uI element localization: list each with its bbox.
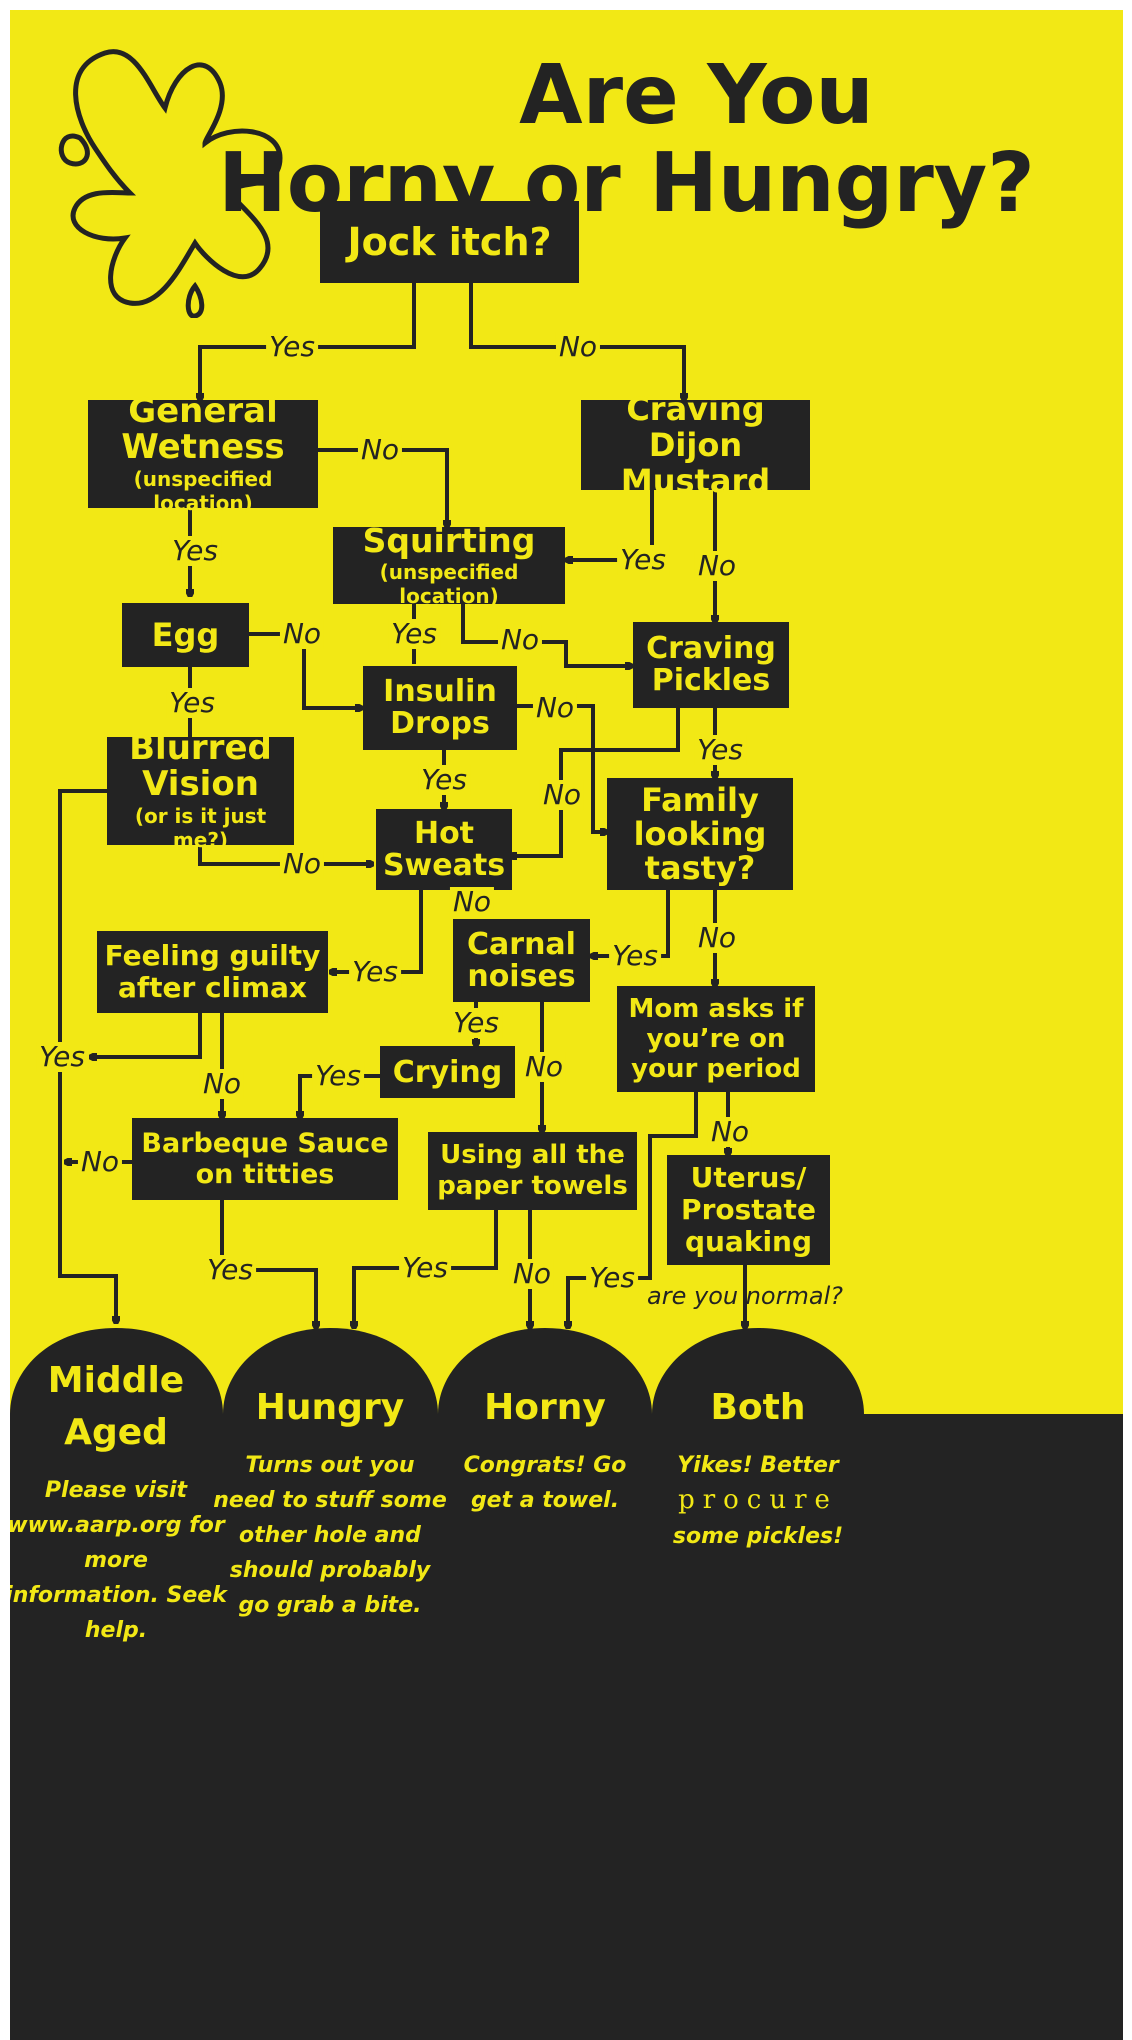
node-squirting: Squirting (unspecified location): [333, 520, 565, 608]
outcome-base: [10, 1414, 1123, 2040]
label-blurred-no: No: [279, 849, 325, 879]
node-crying: Crying: [380, 1046, 515, 1098]
edge-pickles-no: [510, 708, 680, 856]
label-mom-no: No: [707, 1117, 753, 1147]
label-egg-no: No: [279, 619, 325, 649]
label-wetness-yes: Yes: [169, 536, 221, 566]
label-sweats-no: No: [449, 887, 495, 917]
node-carnal-noises-label: Carnal noises: [467, 926, 576, 994]
label-pickles-yes: Yes: [694, 735, 746, 765]
outcome-horny: Horny Congrats! Go get a towel.: [406, 1382, 684, 1518]
label-crying-yes: Yes: [312, 1061, 364, 1091]
outcome-both-desc-start: Yikes! Better: [677, 1453, 839, 1478]
node-mom-asks: Mom asks if you’re on your period: [617, 986, 815, 1092]
node-insulin-drops: Insulin Drops: [363, 666, 517, 750]
node-general-wetness-sub: (unspecified location): [133, 467, 273, 515]
outcome-domes: [10, 1328, 1123, 2040]
node-craving-dijon: Craving Dijon Mustard: [581, 391, 810, 499]
label-squirting-yes: Yes: [388, 619, 440, 649]
label-wetness-no: No: [357, 435, 403, 465]
label-towels-yes: Yes: [399, 1253, 451, 1283]
outcome-horny-name: Horny: [484, 1387, 606, 1428]
node-bbq-sauce-label: Barbeque Sauce on titties: [141, 1128, 389, 1190]
node-family-tasty-label: Family looking tasty?: [633, 781, 767, 887]
node-blurred-vision-sub: (or is it just me?): [134, 804, 267, 852]
label-jock-yes: Yes: [266, 332, 318, 362]
node-mom-asks-label: Mom asks if you’re on your period: [628, 994, 804, 1084]
edge-blurred-yes: [58, 789, 116, 1323]
edge-mom-yes: [568, 1092, 698, 1328]
outcome-both-desc-end: some pickles!: [672, 1524, 844, 1549]
flowchart-poster: Are You Horny or Hungry?: [10, 10, 1123, 2040]
node-crying-label: Crying: [392, 1054, 503, 1090]
node-craving-dijon-label: Craving Dijon Mustard: [620, 390, 771, 500]
node-jock-itch: Jock itch?: [320, 201, 579, 283]
outcome-hungry: Hungry Turns out you need to stuff some …: [191, 1382, 469, 1623]
label-bbq-yes: Yes: [204, 1255, 256, 1285]
node-squirting-sub: (unspecified location): [379, 559, 519, 608]
title-line-1: Are You: [519, 48, 874, 143]
label-pickles-no: No: [539, 780, 585, 810]
outcome-hungry-desc: Turns out you need to stuff some other h…: [213, 1453, 447, 1618]
node-uterus-label: Uterus/ Prostate quaking: [681, 1161, 816, 1258]
label-egg-yes: Yes: [166, 688, 218, 718]
label-towels-no: No: [509, 1259, 555, 1289]
outcome-hungry-name: Hungry: [255, 1387, 405, 1428]
label-carnal-no: No: [521, 1052, 567, 1082]
outcome-horny-desc: Congrats! Go get a towel.: [463, 1453, 627, 1513]
edge-egg-no: [247, 632, 362, 708]
node-jock-itch-label: Jock itch?: [347, 220, 552, 264]
node-insulin-drops-label: Insulin Drops: [383, 674, 497, 741]
label-sweats-yes: Yes: [349, 957, 401, 987]
label-guilty-no: No: [199, 1069, 245, 1099]
node-egg-label: Egg: [151, 616, 220, 654]
edge-squirting-no: [461, 604, 632, 666]
node-squirting-label: Squirting: [362, 520, 536, 560]
outcome-both-name: Both: [710, 1387, 806, 1428]
node-paper-towels-label: Using all the paper towels: [437, 1140, 628, 1201]
node-craving-pickles-label: Craving Pickles: [646, 631, 776, 698]
outcome-middle-aged-name: Middle Aged: [47, 1360, 185, 1453]
label-jock-no: No: [555, 332, 601, 362]
outcome-both-desc: Yikes! Better procure some pickles!: [619, 1448, 897, 1554]
node-blurred-vision-label: Blurred Vision: [129, 728, 272, 804]
label-blurred-yes: Yes: [36, 1042, 88, 1072]
label-dijon-yes: Yes: [617, 545, 669, 575]
label-bbq-no: No: [77, 1147, 123, 1177]
node-feeling-guilty: Feeling guilty after climax: [97, 931, 328, 1013]
node-egg: Egg: [122, 603, 249, 667]
label-carnal-yes: Yes: [450, 1008, 502, 1038]
label-insulin-no: No: [532, 693, 578, 723]
node-craving-pickles: Craving Pickles: [633, 622, 789, 708]
label-family-no: No: [694, 923, 740, 953]
node-hot-sweats: Hot Sweats: [376, 809, 512, 890]
node-hot-sweats-label: Hot Sweats: [382, 815, 506, 883]
node-uterus: Uterus/ Prostate quaking: [667, 1155, 830, 1265]
node-paper-towels: Using all the paper towels: [428, 1132, 637, 1210]
outcome-middle-aged: Middle Aged Please visit www.aarp.org fo…: [10, 1355, 255, 1648]
node-family-tasty: Family looking tasty?: [607, 778, 793, 890]
label-family-yes: Yes: [609, 941, 661, 971]
label-are-you-normal: are you normal?: [647, 1282, 843, 1310]
splat-icon: [58, 49, 283, 318]
label-squirting-no: No: [497, 625, 543, 655]
edge-guilty-yes: [90, 1013, 202, 1057]
edge-bbq-yes: [220, 1200, 316, 1328]
outcome-middle-aged-desc: Please visit www.aarp.org for more infor…: [10, 1478, 227, 1643]
label-mom-yes: Yes: [586, 1263, 638, 1293]
label-dijon-no: No: [694, 551, 740, 581]
node-blurred-vision: Blurred Vision (or is it just me?): [107, 730, 294, 852]
outcome-both-desc-fancy: procure: [678, 1485, 838, 1515]
node-bbq-sauce: Barbeque Sauce on titties: [132, 1118, 398, 1200]
node-general-wetness: General Wetness (unspecified location): [88, 393, 318, 515]
node-general-wetness-label: General Wetness: [121, 391, 285, 467]
label-insulin-yes: Yes: [418, 765, 470, 795]
node-feeling-guilty-label: Feeling guilty after climax: [104, 939, 321, 1004]
node-carnal-noises: Carnal noises: [453, 919, 590, 1002]
outcome-both: Both Yikes! Better procure some pickles!: [619, 1382, 897, 1554]
